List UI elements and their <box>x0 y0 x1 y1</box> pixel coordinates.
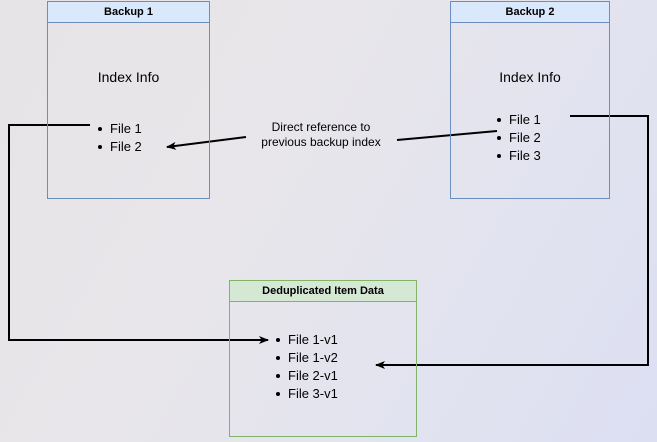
node-backup-2[interactable]: Backup 2 Index Info File 1 File 2 File 3 <box>450 1 610 199</box>
list-item: File 2 <box>96 138 142 156</box>
backup-1-file-list: File 1 File 2 <box>96 120 142 156</box>
list-item: File 3 <box>495 147 541 165</box>
backup-1-index-label: Index Info <box>97 69 160 85</box>
node-dedup-header: Deduplicated Item Data <box>230 281 416 302</box>
backup-2-index-label: Index Info <box>499 69 561 85</box>
node-backup-1[interactable]: Backup 1 Index Info File 1 File 2 <box>47 1 210 199</box>
node-backup-1-body: Index Info File 1 File 2 <box>48 23 209 198</box>
node-backup-2-header: Backup 2 <box>451 2 609 23</box>
edge-label-direct-reference: Direct reference to previous backup inde… <box>248 120 394 150</box>
list-item: File 2-v1 <box>274 367 338 385</box>
edge-label-line-1: Direct reference to <box>271 120 371 134</box>
list-item: File 1 <box>495 111 541 129</box>
backup-2-file-list: File 1 File 2 File 3 <box>495 111 541 165</box>
list-item: File 1-v1 <box>274 331 338 349</box>
dedup-file-list: File 1-v1 File 1-v2 File 2-v1 File 3-v1 <box>274 331 338 403</box>
node-backup-1-header: Backup 1 <box>48 2 209 23</box>
list-item: File 1-v2 <box>274 349 338 367</box>
edge-backup2-to-label <box>396 130 498 141</box>
node-backup-2-body: Index Info File 1 File 2 File 3 <box>451 23 609 198</box>
list-item: File 2 <box>495 129 541 147</box>
edge-label-to-backup1 <box>166 136 247 150</box>
list-item: File 3-v1 <box>274 385 338 403</box>
edge-backup1-to-dedup <box>8 124 269 344</box>
list-item: File 1 <box>96 120 142 138</box>
edge-label-line-2: previous backup index <box>261 135 381 149</box>
node-dedup-body: File 1-v1 File 1-v2 File 2-v1 File 3-v1 <box>230 302 416 436</box>
node-deduplicated-item-data[interactable]: Deduplicated Item Data File 1-v1 File 1-… <box>229 280 417 437</box>
